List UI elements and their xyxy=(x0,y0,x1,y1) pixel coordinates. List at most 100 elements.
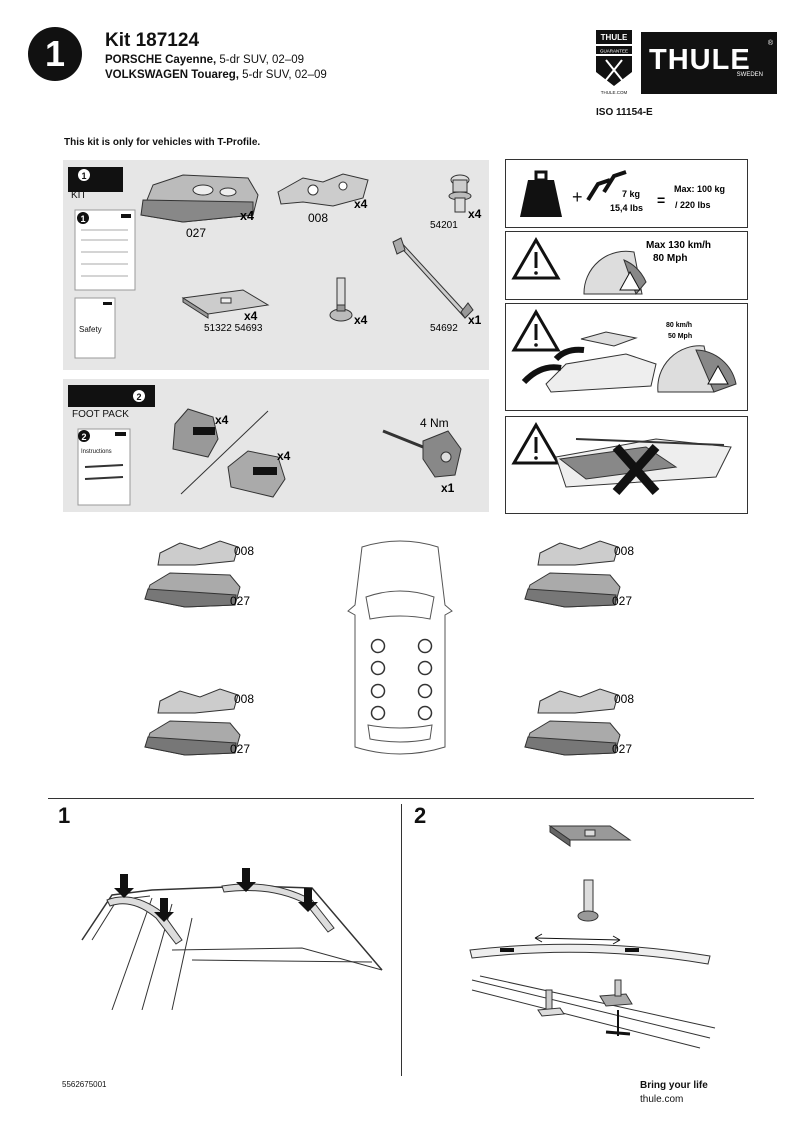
kit-panel-graphics: 1 KIT 1 Safety x4 027 x4 00 xyxy=(68,167,482,359)
logo-text: THULE xyxy=(649,44,751,76)
part-qty: x4 xyxy=(354,313,368,327)
foot-stack-rear-right xyxy=(524,688,621,756)
steps-divider xyxy=(48,798,754,799)
foot-stack-front-left xyxy=(144,540,241,608)
vehicle-line-1: PORSCHE Cayenne, 5-dr SUV, 02–09 xyxy=(105,54,304,66)
guarantee-badge-top: THULE xyxy=(601,33,628,42)
max-load-box: + 7 kg 15,4 lbs = Max: 100 kg / 220 lbs xyxy=(505,159,748,228)
position-diagram: 008 027 008 027 008 027 008 027 xyxy=(144,540,634,756)
tool-qty: x1 xyxy=(441,481,455,495)
foot-b-illustration xyxy=(227,450,286,498)
step-2-illustration xyxy=(469,825,716,1049)
slogan: Bring your life xyxy=(640,1080,708,1091)
part-code: 008 xyxy=(308,211,328,225)
vehicle-make: PORSCHE Cayenne, xyxy=(105,54,217,66)
part-qty: x4 xyxy=(240,209,254,223)
max-speed-mph: 80 Mph xyxy=(653,253,687,264)
warning-icon xyxy=(511,309,561,352)
upper-code: 008 xyxy=(614,544,634,558)
step-1-number: 1 xyxy=(58,803,71,828)
foot-tab-label: FOOT PACK xyxy=(72,409,129,420)
torque-tool-illustration xyxy=(382,429,462,478)
lower-code: 027 xyxy=(612,594,632,608)
part-027-illustration xyxy=(140,174,259,223)
kit-tab-label: KIT xyxy=(71,190,87,201)
instructions-label: Instructions xyxy=(81,449,112,455)
guarantee-badge-mid: GUARANTEE xyxy=(600,49,628,54)
upper-code: 008 xyxy=(234,544,254,558)
max-load: Max: 100 kg xyxy=(674,184,725,194)
kit-panel: 1 KIT 1 Safety x4 027 x4 00 xyxy=(63,160,489,370)
upper-code: 008 xyxy=(234,692,254,706)
car-top-view xyxy=(347,540,453,755)
max-speed-box: Max 130 km/h 80 Mph xyxy=(505,231,748,300)
press-arrows xyxy=(114,868,318,922)
part-code: 54201 xyxy=(430,220,458,231)
speed2-mph: 50 Mph xyxy=(668,333,692,340)
hex-key-illustration xyxy=(392,237,474,319)
vehicle-make: VOLKSWAGEN Touareg, xyxy=(105,69,239,81)
part-qty: x4 xyxy=(468,207,482,221)
kit-tab-num: 1 xyxy=(81,171,86,181)
cross-icon xyxy=(612,444,660,495)
foot-tab-num: 2 xyxy=(136,392,141,402)
part-qty: x4 xyxy=(244,309,258,323)
part-008-illustration xyxy=(277,173,369,207)
car-with-load-illustration xyxy=(521,331,657,393)
max-load-lbs: / 220 lbs xyxy=(675,200,711,210)
part-code: 51322 54693 xyxy=(204,323,263,334)
equals-sign: = xyxy=(657,192,665,208)
max-speed: Max 130 km/h xyxy=(646,240,711,251)
foot-qty-b: x4 xyxy=(277,449,291,463)
warning-icon xyxy=(511,422,561,465)
foot-qty-a: x4 xyxy=(215,413,229,427)
vehicle-detail: 5-dr SUV, 02–09 xyxy=(238,69,327,81)
foot-pack-panel: 2 FOOT PACK 2 Instructions x4 x4 4 Nm x1 xyxy=(63,379,489,512)
step-2-number: 2 xyxy=(414,803,427,828)
steps-column-divider xyxy=(401,804,402,1076)
no-sunroof-graphics xyxy=(511,422,732,495)
lower-code: 027 xyxy=(612,742,632,756)
foot-a-illustration xyxy=(172,408,219,458)
warning-icon xyxy=(511,237,561,280)
logo-sub: SWEDEN xyxy=(736,72,763,78)
safety-label: Safety xyxy=(79,325,102,334)
thule-logo: THULE SWEDEN ® xyxy=(641,32,777,94)
upper-code: 008 xyxy=(614,692,634,706)
part-54201-illustration xyxy=(448,174,472,213)
part-51322-illustration xyxy=(181,289,270,319)
speed-with-load-graphics: 80 km/h 50 Mph xyxy=(511,309,737,393)
guarantee-badge-url: THULE.COM xyxy=(601,90,628,95)
step-number-badge: 1 xyxy=(28,27,82,81)
foot-stack-rear-left xyxy=(144,688,241,756)
speedometer-icon xyxy=(583,250,647,295)
carriage-bolt-illustration xyxy=(329,277,353,322)
part-qty: x1 xyxy=(468,313,482,327)
guarantee-badge: THULE GUARANTEE THULE.COM xyxy=(596,30,632,95)
lower-code: 027 xyxy=(230,594,250,608)
no-sunroof-box xyxy=(505,416,748,514)
part-qty: x4 xyxy=(354,197,368,211)
document-code: 5562675001 xyxy=(62,1080,107,1089)
foot-stack-front-right xyxy=(524,540,621,608)
website-link[interactable]: thule.com xyxy=(640,1094,684,1105)
load-weight-lbs: 15,4 lbs xyxy=(610,203,643,213)
speed2-kmh: 80 km/h xyxy=(666,322,692,329)
kit-title: Kit 187124 xyxy=(105,30,200,51)
t-profile-note: This kit is only for vehicles with T-Pro… xyxy=(64,137,261,148)
part-code: 54692 xyxy=(430,323,458,334)
kit-instr-num: 1 xyxy=(80,214,85,224)
plus-sign: + xyxy=(572,187,583,207)
torque-value: 4 Nm xyxy=(420,416,449,430)
lower-code: 027 xyxy=(230,742,250,756)
max-speed-graphics: Max 130 km/h 80 Mph xyxy=(511,237,711,295)
vehicle-detail: 5-dr SUV, 02–09 xyxy=(216,54,305,66)
foot-instr-num: 2 xyxy=(81,432,86,442)
speedometer-icon xyxy=(657,345,737,393)
step-1-illustration xyxy=(81,868,383,1010)
load-weight: 7 kg xyxy=(622,189,640,199)
registered-mark: ® xyxy=(767,40,773,47)
foot-pack-graphics: 2 FOOT PACK 2 Instructions x4 x4 4 Nm x1 xyxy=(68,385,462,506)
vehicle-line-2: VOLKSWAGEN Touareg, 5-dr SUV, 02–09 xyxy=(105,69,327,81)
max-load-graphics: + 7 kg 15,4 lbs = Max: 100 kg / 220 lbs xyxy=(520,170,725,217)
